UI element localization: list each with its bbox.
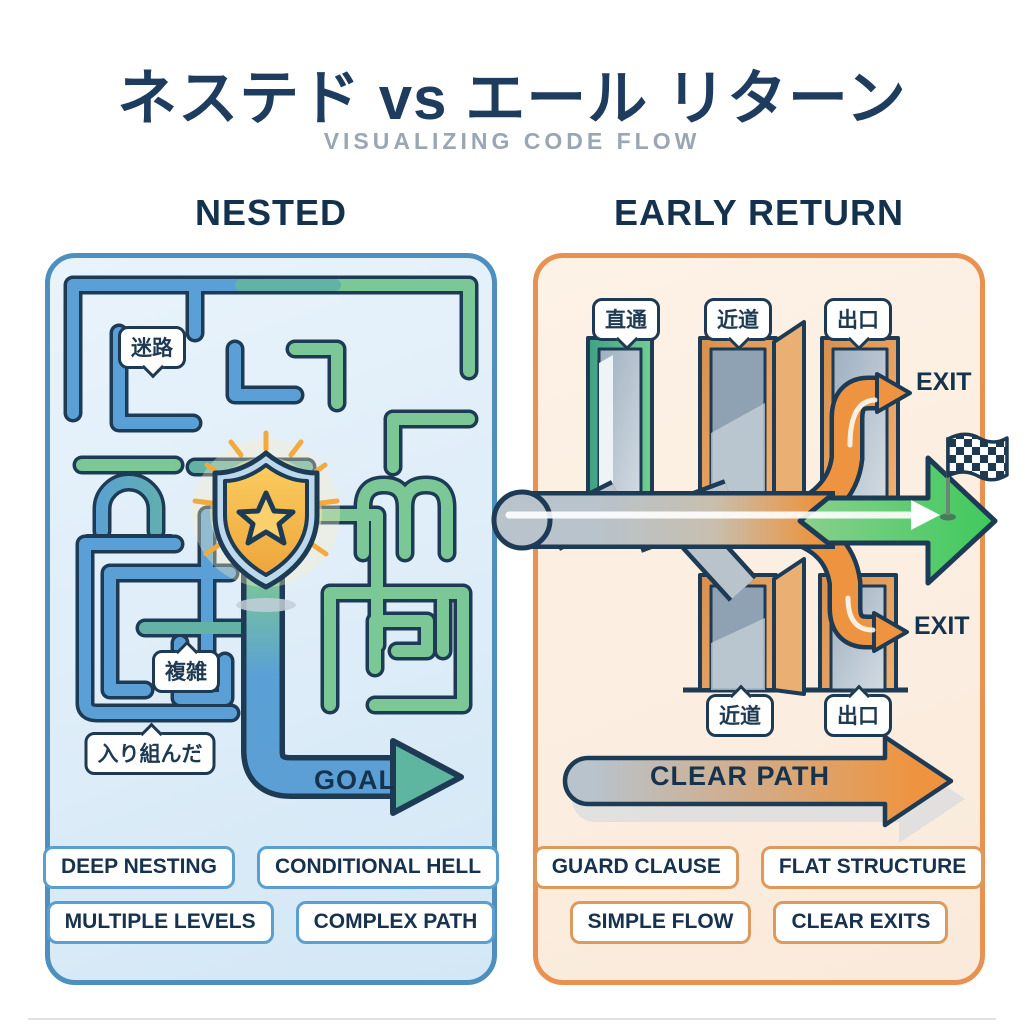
bubble-intricate: 入り組んだ — [84, 732, 216, 775]
early-return-illustration — [491, 320, 1009, 843]
bubble-exit-bottom: 出口 — [824, 694, 892, 737]
clear-path-label: CLEAR PATH — [650, 761, 830, 791]
tag-complex-path: COMPLEX PATH — [295, 901, 496, 944]
finish-flag-icon — [940, 432, 1009, 521]
exit-label-bottom: EXIT — [914, 612, 970, 640]
page-subtitle: VISUALIZING CODE FLOW — [323, 128, 701, 154]
goal-label: GOAL — [314, 765, 396, 795]
bubble-maze: 迷路 — [118, 326, 186, 369]
nested-panel — [45, 253, 497, 985]
bubble-complex: 複雑 — [152, 650, 220, 693]
exit-label-top: EXIT — [916, 368, 972, 396]
tag-deep-nesting: DEEP NESTING — [42, 846, 235, 889]
door-shortcut-bottom — [698, 557, 806, 696]
early-tag-row-1: GUARD CLAUSE FLAT STRUCTURE — [533, 846, 985, 889]
page-title: ネステド vs エール リターン — [117, 65, 907, 132]
door-direct — [586, 336, 654, 502]
tag-flat-structure: FLAT STRUCTURE — [760, 846, 985, 889]
nested-heading: NESTED — [194, 192, 348, 233]
nested-tag-row-1: DEEP NESTING CONDITIONAL HELL — [42, 846, 500, 889]
bubble-direct: 直通 — [592, 298, 660, 341]
shield-star-icon — [192, 430, 340, 612]
bubble-shortcut-top: 近道 — [704, 298, 772, 341]
tag-multiple-levels: MULTIPLE LEVELS — [46, 901, 274, 944]
maze-illustration — [63, 275, 479, 816]
main-trunk-path — [491, 489, 835, 551]
nested-tag-row-2: MULTIPLE LEVELS COMPLEX PATH — [45, 901, 497, 944]
early-tag-row-2: SIMPLE FLOW CLEAR EXITS — [533, 901, 985, 944]
clear-path-arrow — [562, 734, 965, 843]
shield-rays — [192, 430, 340, 557]
goal-arrow — [241, 553, 464, 816]
bubble-shortcut-bottom: 近道 — [706, 694, 774, 737]
early-return-heading: EARLY RETURN — [613, 192, 905, 233]
tag-clear-exits: CLEAR EXITS — [773, 901, 949, 944]
footer-divider — [28, 1018, 996, 1020]
tag-conditional-hell: CONDITIONAL HELL — [256, 846, 500, 889]
door-shortcut-top — [698, 320, 806, 506]
tag-guard-clause: GUARD CLAUSE — [533, 846, 739, 889]
bubble-exit-top: 出口 — [824, 298, 892, 341]
tag-simple-flow: SIMPLE FLOW — [569, 901, 752, 944]
